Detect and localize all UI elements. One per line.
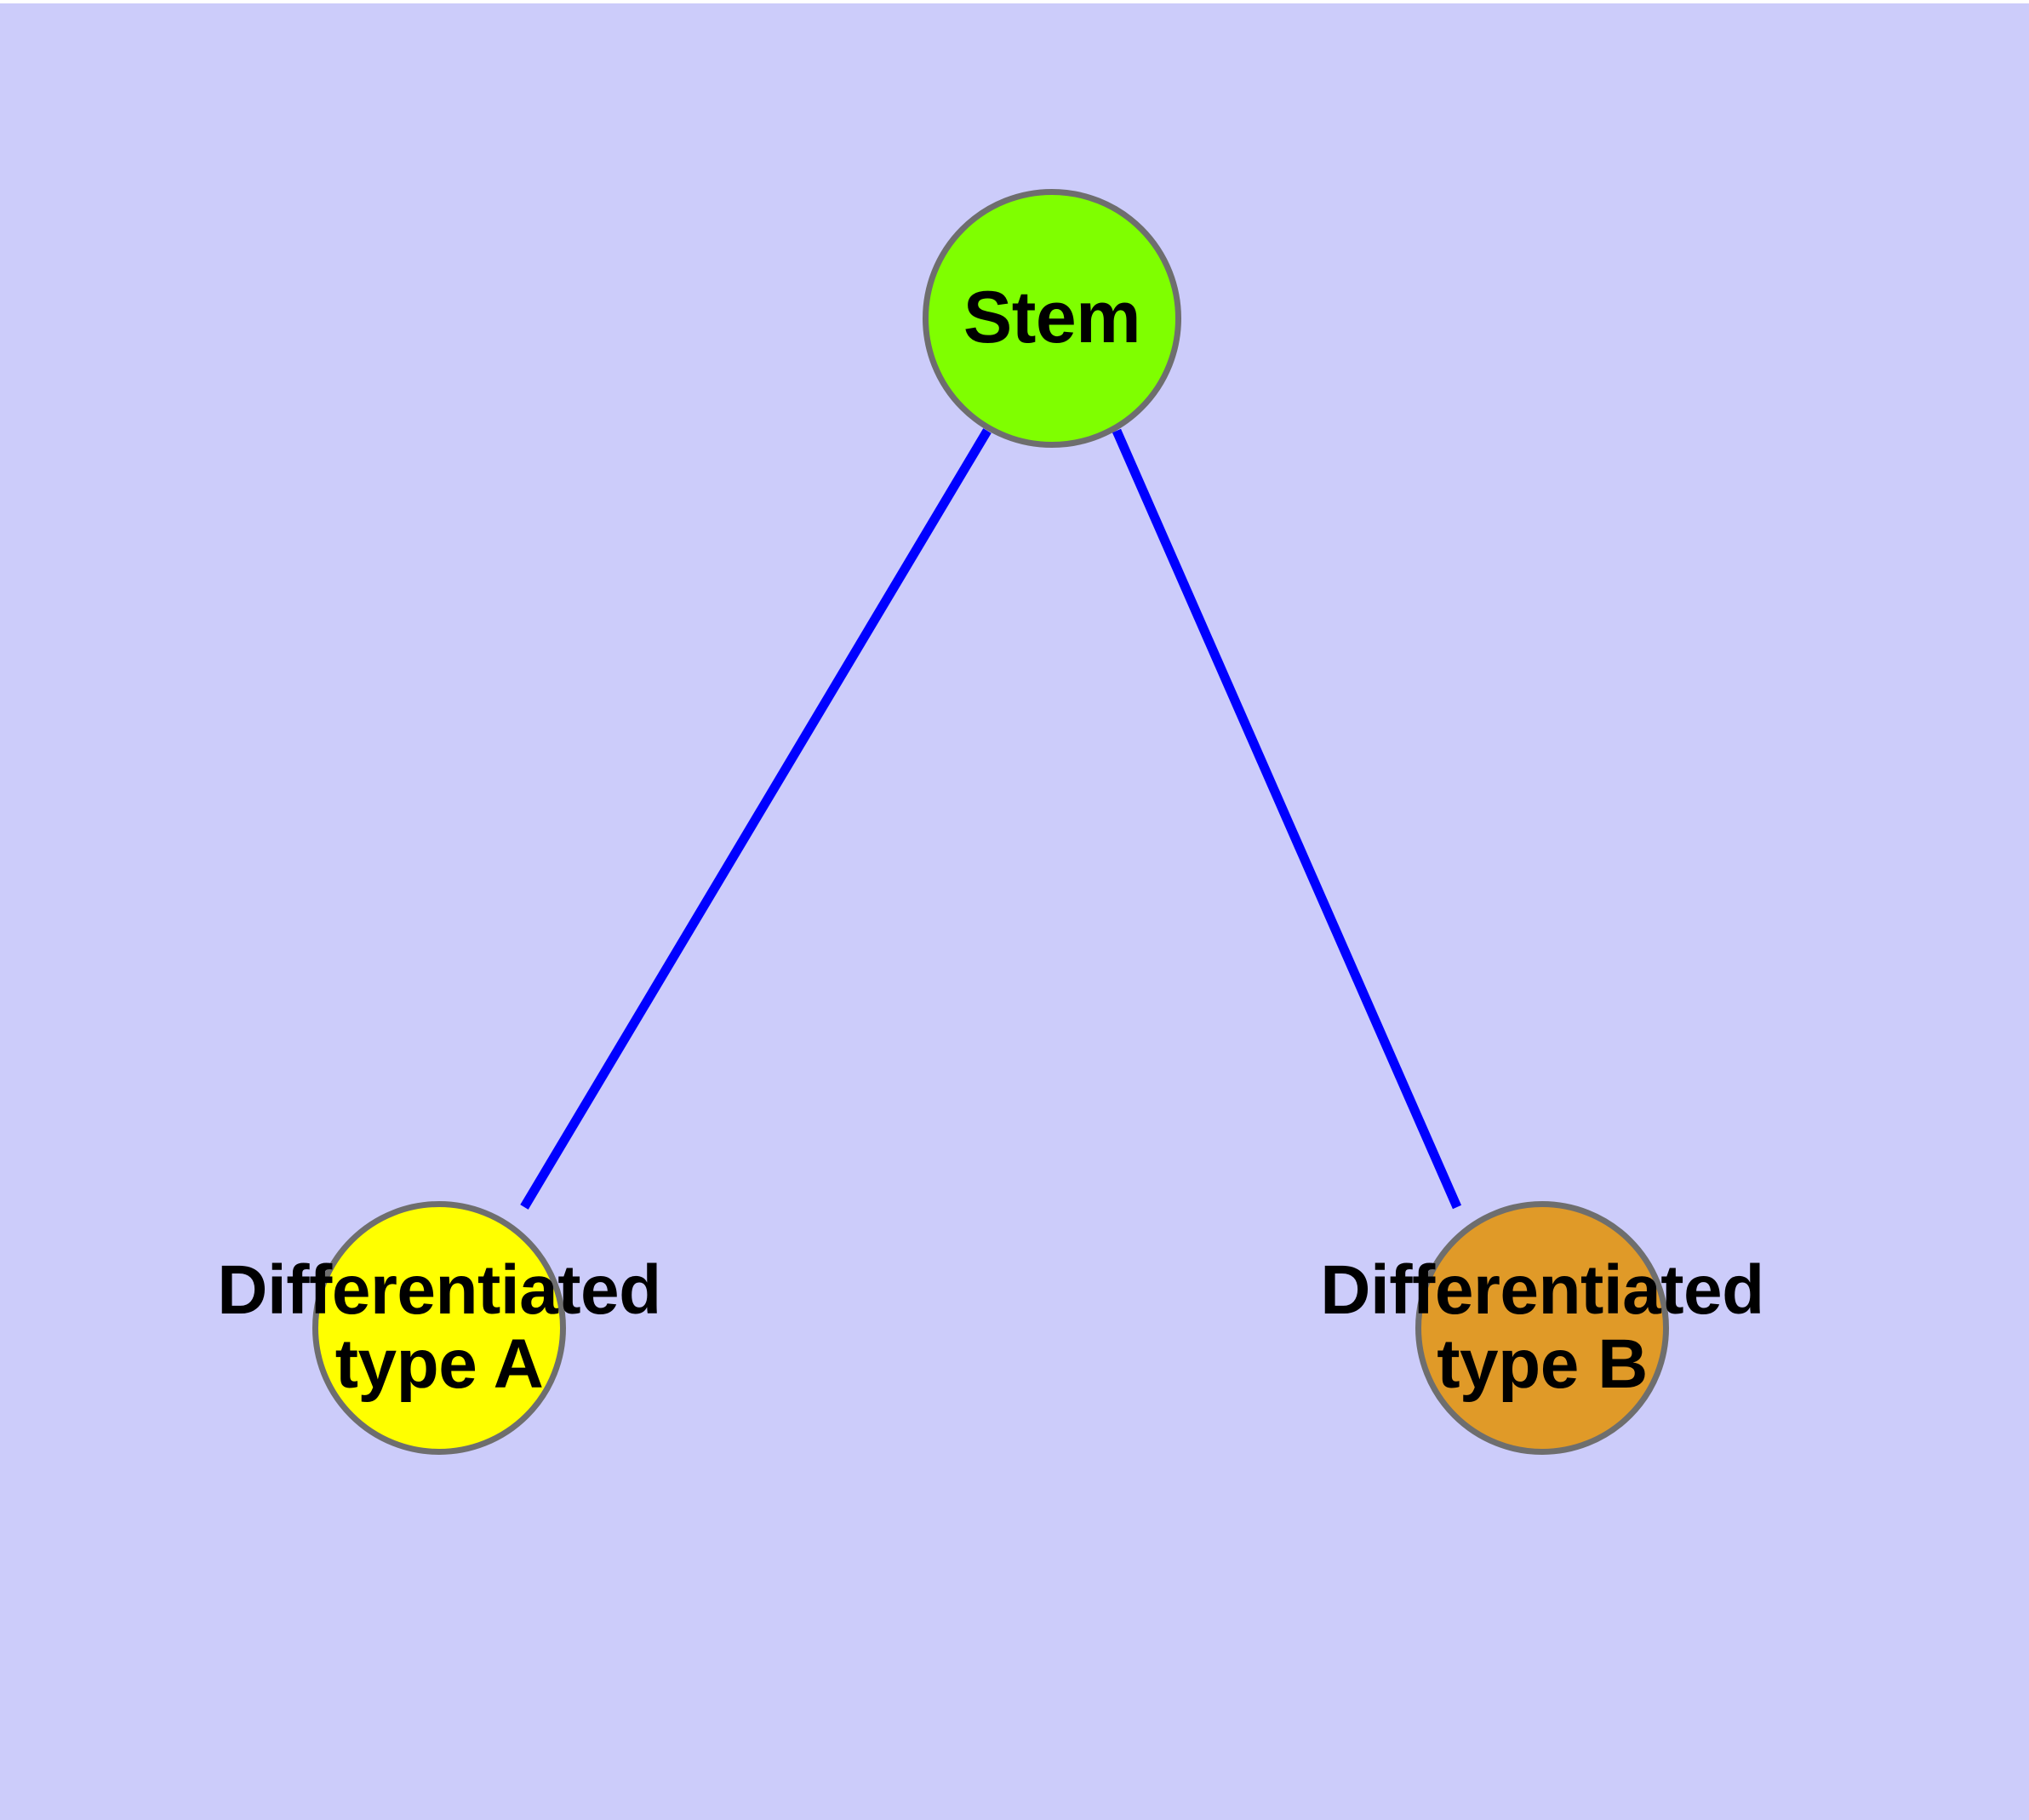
- node-stem[interactable]: [923, 189, 1181, 448]
- edge-stem-to-differentiated-a: [520, 428, 992, 1210]
- edge-stem-to-differentiated-b: [1112, 428, 1462, 1210]
- node-differentiated-type-b[interactable]: [1415, 1201, 1669, 1455]
- node-differentiated-type-a[interactable]: [312, 1201, 566, 1455]
